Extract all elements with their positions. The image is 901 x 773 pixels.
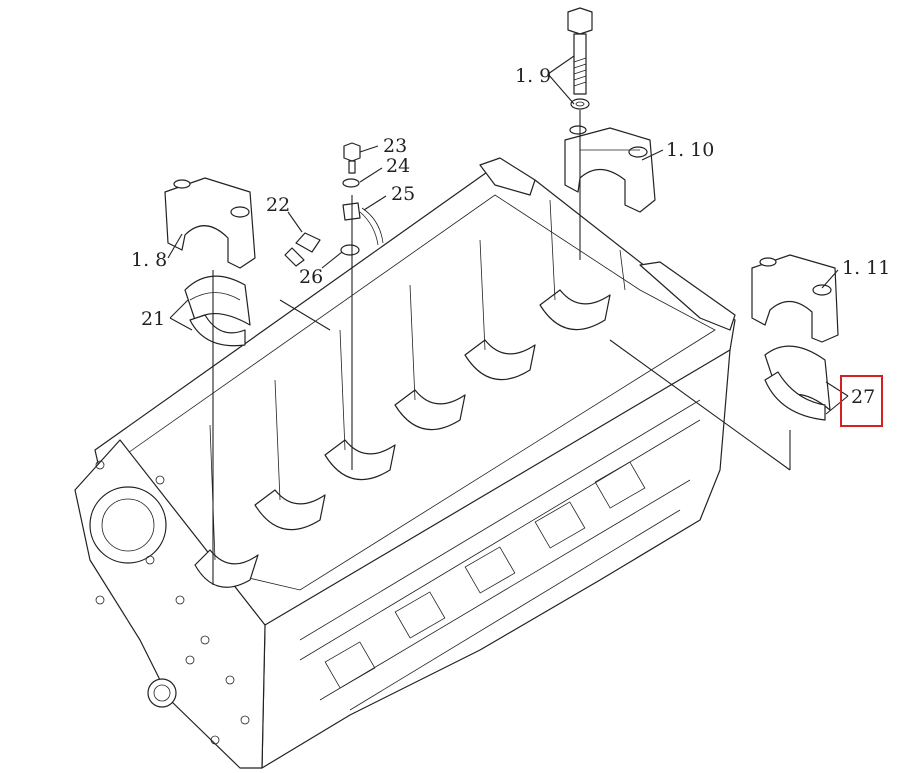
bearing-cap-1-10 [564,125,656,213]
thrust-bearing-27 [764,345,831,421]
callout-labels: 1. 9 1. 10 23 24 25 22 26 1. 8 1. 11 21 … [131,65,890,408]
callout-label: 24 [386,155,410,177]
main-bearing-bolt [567,7,593,110]
bearing-cap-1-11 [751,254,839,343]
engine-block [74,157,736,769]
bearing-shells-21 [184,275,251,347]
callout-label: 26 [299,266,323,288]
oil-jet-parts [284,142,384,267]
callout-label: 21 [141,308,165,330]
callout-label: 1. 9 [515,65,551,87]
callout-label: 23 [383,135,407,157]
callout-label: 25 [391,183,415,205]
leader-lines [167,55,849,585]
callout-label: 27 [851,386,875,408]
callout-label: 1. 8 [131,249,167,271]
callout-27-highlight [840,375,883,427]
callout-label: 1. 11 [842,257,890,279]
callout-label: 22 [266,194,290,216]
callout-label: 1. 10 [666,139,714,161]
bearing-cap-1-8 [164,177,256,269]
